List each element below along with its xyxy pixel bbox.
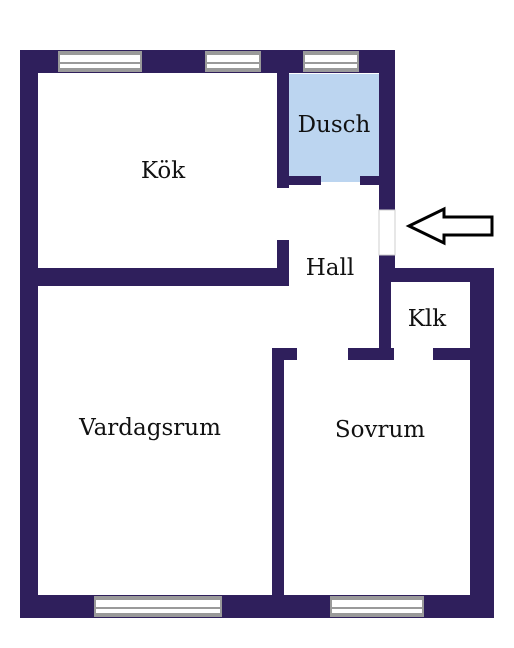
dusch-floor	[289, 74, 379, 182]
room-label-sovrum: Sovrum	[335, 417, 425, 443]
wall-shower-bottom-right	[360, 176, 379, 185]
window-bedroom	[330, 596, 424, 617]
room-label-dusch: Dusch	[298, 112, 371, 138]
wall-kitchen-hall-lower	[277, 240, 289, 286]
entrance-arrow-icon	[405, 206, 494, 246]
wall-kitchen-bottom	[38, 268, 289, 286]
wall-hall-bedroom-left	[272, 348, 297, 360]
wall-klk-left	[379, 268, 391, 360]
wall-klk-top	[379, 268, 494, 282]
window-shower	[303, 51, 359, 72]
wall-left	[20, 50, 38, 618]
room-label-kok: Kök	[141, 158, 186, 184]
room-label-klk: Klk	[408, 306, 448, 332]
window-living	[94, 596, 222, 617]
room-label-hall: Hall	[306, 255, 354, 281]
wall-right-far	[470, 268, 494, 618]
window-kitchen-2	[205, 51, 261, 72]
wall-shower-left	[277, 73, 289, 188]
window-kitchen-1	[58, 51, 142, 72]
room-label-vardagsrum: Vardagsrum	[78, 415, 221, 441]
wall-shower-bottom	[289, 176, 321, 185]
wall-hall-bedroom-right	[433, 348, 494, 360]
entrance-door	[378, 209, 396, 256]
wall-shower-right	[379, 73, 395, 185]
wall-living-bedroom	[272, 348, 284, 618]
